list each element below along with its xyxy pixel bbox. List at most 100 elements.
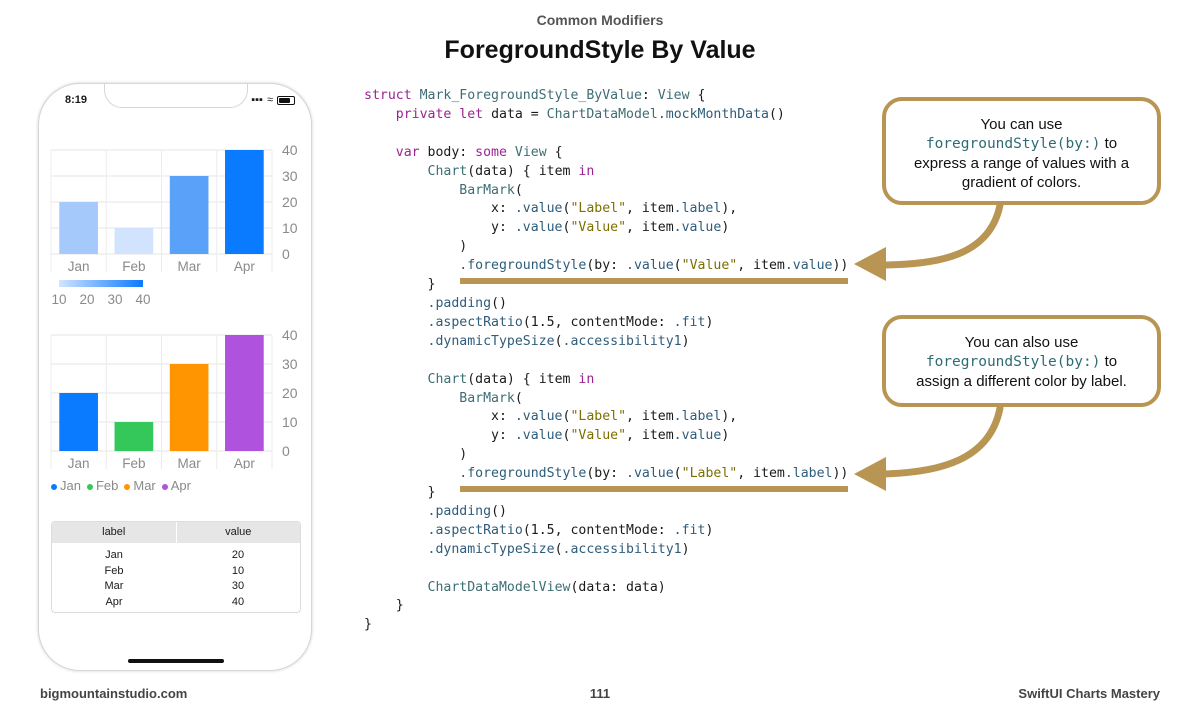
column-header-value: value — [225, 526, 252, 538]
code-line: .foregroundStyle(by: .value("Label", ite… — [459, 466, 849, 482]
table-row: Feb 10 — [52, 564, 300, 580]
x-tick-label: Jan — [68, 456, 90, 469]
phone-notch — [104, 84, 248, 108]
legend-item-jan: Jan — [51, 478, 81, 493]
callout1-line1: You can use — [980, 116, 1063, 133]
cell-label: Jan — [105, 549, 123, 561]
cell-value: 10 — [231, 564, 245, 577]
code-line: .aspectRatio(1.5, contentMode: .fit) — [427, 314, 714, 330]
code-line: struct Mark_ForegroundStyle_ByValue: Vie… — [364, 88, 706, 103]
table-row: Apr 40 — [52, 595, 300, 611]
bar-mar — [169, 176, 209, 254]
bar-apr — [225, 150, 264, 254]
x-tick-label: Feb — [122, 456, 145, 469]
code-line: .dynamicTypeSize(.accessibility1) — [427, 333, 690, 349]
code-line: .aspectRatio(1.5, contentMode: .fit) — [427, 522, 714, 538]
cell-value: 40 — [231, 595, 245, 608]
y-tick-label: 20 — [282, 194, 298, 210]
code-line: .dynamicTypeSize(.accessibility1) — [427, 541, 690, 557]
code-line: private let data = ChartDataModel.mockMo… — [395, 106, 785, 122]
code-line: ChartDataModelView(data: data) — [427, 579, 666, 595]
cell-value: 30 — [231, 580, 245, 592]
highlight-underline-1 — [460, 278, 848, 284]
x-tick-label: Jan — [68, 259, 90, 274]
callout-label: You can also use foregroundStyle(by:) to… — [882, 315, 1161, 407]
footer-website: bigmountainstudio.com — [40, 686, 188, 701]
chart2-legend: Jan Feb Mar Apr — [51, 478, 191, 493]
highlight-underline-2 — [460, 486, 848, 492]
legend-tick-label: 40 — [135, 292, 150, 307]
chart1-bars — [59, 150, 264, 254]
x-tick-label: Feb — [122, 259, 145, 274]
y-tick-label: 10 — [282, 414, 298, 430]
callout1-line2: to — [1100, 135, 1118, 152]
code-line: } — [364, 598, 404, 614]
arrow-1-head — [854, 247, 886, 281]
y-tick-label: 0 — [282, 246, 290, 262]
battery-icon — [277, 95, 295, 105]
callout1-line3: express a range of values with a — [913, 155, 1130, 172]
code-line: .padding() — [427, 295, 507, 311]
x-tick-label: Mar — [178, 259, 202, 274]
table-header: label value — [52, 522, 300, 543]
code-line: } — [364, 617, 372, 633]
code-line: BarMark( — [459, 390, 523, 406]
code-line: .foregroundStyle(by: .value("Value", ite… — [459, 258, 849, 274]
bar-mar — [169, 364, 209, 451]
callout1-code: foregroundStyle(by:) — [925, 136, 1101, 152]
code-line: x: .value("Label", item.label), — [364, 409, 738, 425]
code-line: BarMark( — [459, 182, 523, 198]
code-line: ​ — [364, 125, 848, 144]
data-table: label value Jan 20 Feb 10 Mar 30 Apr 40 — [51, 521, 301, 613]
code-line: .padding() — [427, 503, 507, 519]
callout1-line4: gradient of colors. — [961, 174, 1082, 191]
footer-book-title: SwiftUI Charts Mastery — [1018, 686, 1160, 701]
callout2-line3: assign a different color by label. — [916, 373, 1127, 390]
callout2-line2: to — [1100, 353, 1118, 370]
bar-jan — [59, 202, 98, 254]
arrow-2-head — [854, 457, 886, 491]
wifi-icon: ≈ — [266, 94, 273, 106]
code-line: x: .value("Label", item.label), — [364, 201, 738, 217]
code-line: ​ — [364, 560, 848, 579]
callout2-line1: You can also use — [964, 334, 1079, 351]
y-tick-label: 10 — [282, 220, 298, 236]
code-line: } — [364, 485, 436, 501]
page-number: 111 — [589, 686, 611, 701]
code-line: y: .value("Value", item.value) — [364, 428, 730, 444]
status-icons: ▪▪▪ ≈ — [251, 94, 295, 106]
legend-tick-label: 10 — [51, 292, 66, 307]
y-tick-label: 30 — [282, 168, 298, 184]
y-tick-label: 20 — [282, 385, 298, 401]
cell-value: 20 — [231, 549, 245, 561]
cell-label: Apr — [105, 595, 123, 608]
arrow-2 — [876, 404, 1004, 478]
y-tick-label: 40 — [282, 144, 298, 158]
table-row: Mar 30 — [52, 579, 300, 595]
cell-label: Feb — [104, 564, 124, 577]
column-header-label: label — [52, 522, 177, 543]
y-tick-label: 0 — [282, 443, 290, 459]
cell-label: Mar — [104, 580, 124, 592]
code-line: var body: some View { — [395, 144, 563, 160]
arrow-1 — [876, 201, 1004, 269]
code-line: } — [364, 277, 436, 293]
gradient-legend-bar — [59, 280, 143, 287]
legend-item-feb: Feb — [86, 478, 118, 493]
callout2-code: foregroundStyle(by:) — [925, 354, 1101, 370]
code-line: y: .value("Value", item.value) — [364, 220, 730, 236]
code-listing: struct Mark_ForegroundStyle_ByValue: Vie… — [364, 87, 848, 635]
legend-item-apr: Apr — [161, 478, 191, 493]
code-line: ) — [364, 447, 468, 463]
table-row: Jan 20 — [52, 548, 300, 564]
chart2-bars — [59, 335, 264, 451]
legend-tick-label: 20 — [79, 292, 94, 307]
callout-gradient: You can use foregroundStyle(by:) to expr… — [882, 97, 1161, 205]
code-line: Chart(data) { item in — [427, 371, 595, 387]
y-tick-label: 30 — [282, 356, 298, 372]
